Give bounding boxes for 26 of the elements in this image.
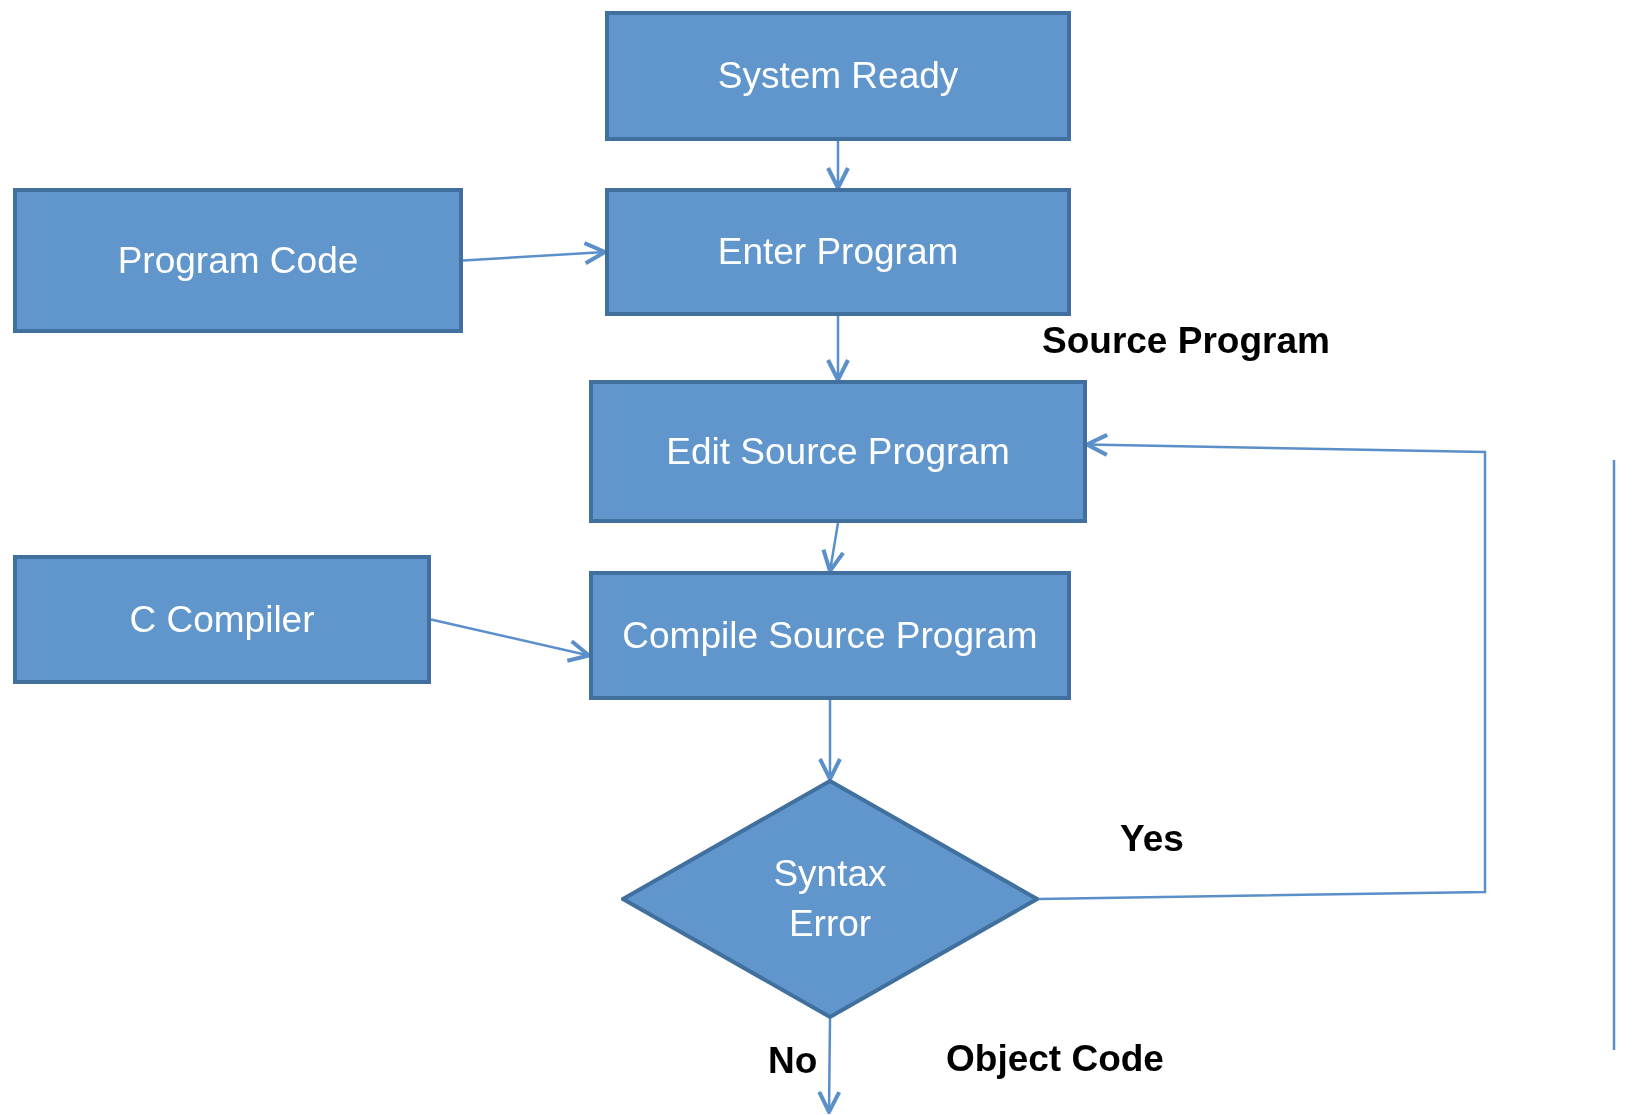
node-label: Enter Program [717, 230, 959, 275]
node-label: Syntax Error [772, 852, 888, 946]
arrow [821, 522, 846, 573]
arrow [430, 618, 591, 663]
process-box [13, 555, 431, 684]
arrow [818, 700, 842, 781]
process-box [13, 188, 463, 333]
process-box [605, 11, 1071, 141]
edge-label: No [768, 1040, 818, 1082]
flow-label: Object Code [946, 1038, 1164, 1080]
node-label: Edit Source Program [666, 429, 1010, 474]
arrow [826, 141, 850, 190]
node-label: Compile Source Program [622, 613, 1038, 658]
node-label: Program Code [117, 238, 359, 283]
process-box [589, 571, 1071, 700]
arrow [826, 316, 850, 382]
edge-label: Yes [1120, 818, 1184, 860]
flow-label: Source Program [1042, 320, 1330, 362]
arrow [817, 1019, 842, 1114]
process-box [589, 380, 1087, 523]
arrow [1039, 432, 1487, 901]
arrow [462, 241, 607, 266]
node-label: System Ready [717, 54, 959, 99]
process-box [605, 188, 1071, 316]
node-label: C Compiler [129, 597, 315, 642]
decision-diamond [621, 779, 1039, 1019]
